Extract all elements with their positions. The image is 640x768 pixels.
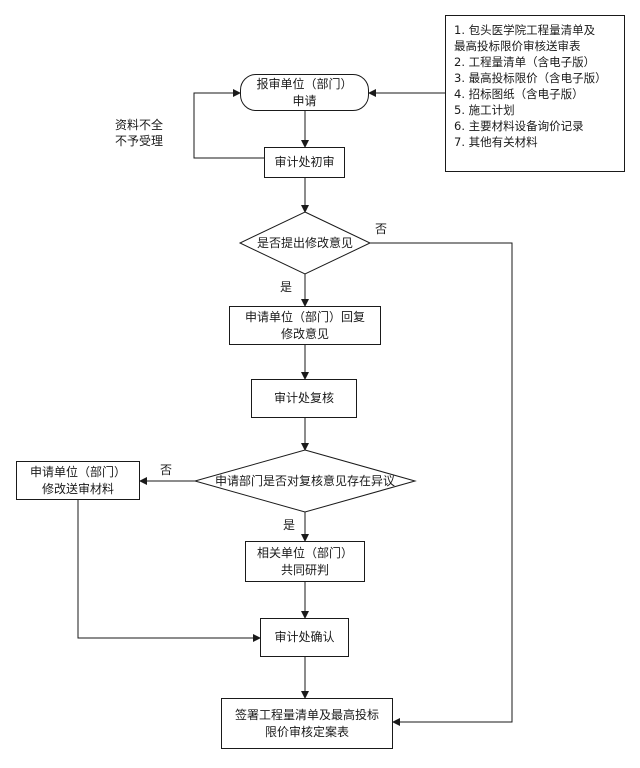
confirm-node: 审计处确认 bbox=[260, 618, 349, 657]
decision2-diamond bbox=[193, 449, 417, 513]
decision1-diamond bbox=[238, 211, 372, 275]
decision2-text: 申请部门是否对复核意见存在异议 bbox=[214, 474, 396, 488]
decision1-yes-label: 是 bbox=[280, 280, 293, 294]
requirement-item: 最高投标限价审核送审表 bbox=[454, 39, 581, 53]
decision2-yes-label: 是 bbox=[283, 518, 296, 532]
reply-node: 申请单位（部门）回复 修改意见 bbox=[229, 306, 381, 345]
start-node: 报审单位（部门） 申请 bbox=[240, 74, 369, 111]
re-review-node: 审计处复核 bbox=[251, 379, 357, 418]
requirement-item: 5. 施工计划 bbox=[454, 103, 515, 117]
requirement-item: 6. 主要材料设备询价记录 bbox=[454, 119, 584, 133]
start-node-line: 报审单位（部门） bbox=[256, 76, 353, 91]
decision2-no-label: 否 bbox=[160, 463, 173, 477]
requirement-item: 4. 招标图纸（含电子版） bbox=[454, 87, 584, 101]
modify-node: 申请单位（部门） 修改送审材料 bbox=[16, 461, 140, 500]
arrow-modify-to-confirm bbox=[77, 500, 261, 642]
start-node-line: 申请 bbox=[292, 93, 317, 108]
requirement-item: 2. 工程量清单（含电子版） bbox=[454, 55, 596, 69]
arrow-incomplete-loop bbox=[193, 89, 264, 159]
requirement-item: 3. 最高投标限价（含电子版） bbox=[454, 71, 607, 85]
decision1-no-label: 否 bbox=[375, 222, 388, 236]
requirements-list: 1. 包头医学院工程量清单及 最高投标限价审核送审表 2. 工程量清单（含电子版… bbox=[445, 15, 625, 172]
requirement-item: 1. 包头医学院工程量清单及 bbox=[454, 23, 596, 37]
decision1-text: 是否提出修改意见 bbox=[256, 236, 354, 250]
arrow-decision1-no bbox=[370, 242, 513, 726]
incomplete-label: 资料不全 不予受理 bbox=[115, 118, 164, 148]
requirement-item: 7. 其他有关材料 bbox=[454, 135, 538, 149]
final-node: 签署工程量清单及最高投标 限价审核定案表 bbox=[221, 698, 393, 749]
first-review-node: 审计处初审 bbox=[264, 147, 345, 178]
joint-node: 相关单位（部门） 共同研判 bbox=[245, 541, 365, 582]
